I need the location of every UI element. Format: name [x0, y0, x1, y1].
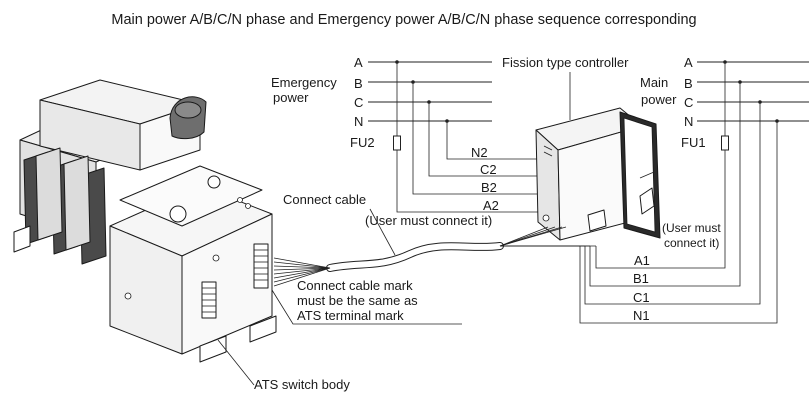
- emergency-phase-n-label: N: [354, 114, 363, 129]
- main-phase-c-label: C: [684, 95, 693, 110]
- cable-mark-note-line2: must be the same as: [297, 293, 418, 308]
- terminal-n2-label: N2: [471, 145, 488, 160]
- fuse-fu1-label: FU1: [681, 135, 706, 150]
- emergency-phase-b-label: B: [354, 76, 363, 91]
- user-connect-note-right-line2: connect it): [664, 236, 719, 250]
- terminal-n1-label: N1: [633, 308, 650, 323]
- fuse-fu2-label: FU2: [350, 135, 375, 150]
- diagram-title: Main power A/B/C/N phase and Emergency p…: [111, 12, 696, 28]
- main-power-label-line2: power: [641, 92, 677, 107]
- main-phase-b-label: B: [684, 76, 693, 91]
- terminal-b1-label: B1: [633, 271, 649, 286]
- user-connect-note-left: (User must connect it): [365, 213, 492, 228]
- fuse-fu1-icon: [721, 135, 729, 151]
- main-to-controller-wiring: [579, 62, 778, 324]
- controller-device-illustration: [535, 107, 661, 241]
- cable-mark-note-line3: ATS terminal mark: [297, 308, 404, 323]
- cable-mark-note-line1: Connect cable mark: [297, 278, 413, 293]
- ats-switch-body-label: ATS switch body: [254, 377, 350, 392]
- connect-cable: [273, 226, 596, 287]
- emergency-power-label-line1: Emergency: [271, 75, 337, 90]
- main-power-label-line1: Main: [640, 75, 668, 90]
- emergency-power-lines: A B C N: [354, 55, 492, 129]
- emergency-phase-a-label: A: [354, 55, 363, 70]
- emergency-phase-c-label: C: [354, 95, 363, 110]
- emergency-power-label-line2: power: [273, 90, 309, 105]
- connect-cable-label: Connect cable: [283, 192, 366, 207]
- fuse-fu2-icon: [393, 135, 401, 151]
- terminal-a2-label: A2: [483, 198, 499, 213]
- terminal-c2-label: C2: [480, 162, 497, 177]
- terminal-a1-label: A1: [634, 253, 650, 268]
- terminal-c1-label: C1: [633, 290, 650, 305]
- terminal-b2-label: B2: [481, 180, 497, 195]
- main-power-lines: A B C N: [684, 55, 809, 129]
- main-phase-n-label: N: [684, 114, 693, 129]
- main-phase-a-label: A: [684, 55, 693, 70]
- ats-switch-body-illustration: [13, 79, 277, 363]
- user-connect-note-right-line1: (User must: [662, 221, 721, 235]
- controller-label: Fission type controller: [502, 55, 629, 70]
